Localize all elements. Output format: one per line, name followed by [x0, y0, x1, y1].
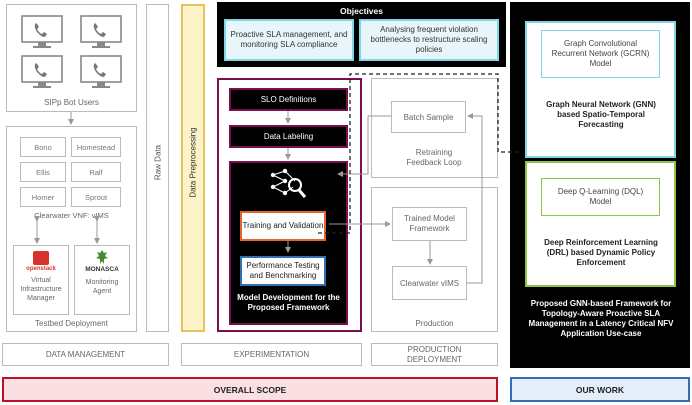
- section-experimentation: EXPERIMENTATION: [181, 343, 362, 366]
- model-dev-label: Model Development for the Proposed Frame…: [237, 293, 340, 312]
- component-homer: Homer: [20, 187, 66, 207]
- objectives-panel: Objectives Proactive SLA management, and…: [217, 2, 506, 67]
- clearwater-vims-box: Clearwater vIMS: [392, 266, 467, 300]
- production-label: Production: [415, 319, 454, 328]
- testbed-container: Bono Homestead Ellis Ralf Homer Sprout C…: [6, 126, 137, 332]
- component-sprout: Sprout: [71, 187, 121, 207]
- openstack-logo-icon: [33, 251, 49, 265]
- our-work-banner: OUR WORK: [510, 377, 690, 402]
- openstack-label: Virtual Infrastructure Manager: [20, 277, 62, 302]
- our-work-panel: Graph Convolutional Recurrent Network (G…: [510, 2, 690, 368]
- monitor-phone-icon: [79, 15, 123, 49]
- sipp-label: SIPp Bot Users: [44, 98, 99, 107]
- raw-data-label: Raw Data: [153, 144, 163, 181]
- gcrn-model-box: Graph Convolutional Recurrent Network (G…: [541, 30, 660, 78]
- monitor-phone-icon: [20, 55, 64, 89]
- component-homestead: Homestead: [71, 137, 121, 157]
- component-bono: Bono: [20, 137, 66, 157]
- proposed-framework-label: Proposed GNN-based Framework for Topolog…: [528, 299, 674, 338]
- clearwater-label: Clearwater VNF: vIMS: [34, 211, 109, 220]
- performance-testing-box: Performance Testing and Benchmarking: [240, 256, 326, 286]
- batch-sample-box: Batch Sample: [391, 101, 466, 133]
- component-ellis: Ellis: [20, 162, 66, 182]
- dql-model-box: Deep Q-Learning (DQL) Model: [541, 178, 660, 216]
- objectives-title: Objectives: [340, 6, 383, 16]
- model-development-box: Training and Validation Performance Test…: [229, 161, 348, 325]
- drl-caption: Deep Reinforcement Learning (DRL) based …: [544, 238, 658, 267]
- monasca-logo-text: MONASCA: [85, 266, 119, 273]
- monitor-phone-icon: [20, 15, 64, 49]
- raw-data-box: Raw Data: [146, 4, 169, 332]
- objective-sla-management: Proactive SLA management, and monitoring…: [224, 19, 354, 61]
- openstack-box: openstack Virtual Infrastructure Manager: [13, 245, 69, 315]
- openstack-logo-text: openstack: [26, 266, 56, 272]
- slo-definitions-box: SLO Definitions: [229, 88, 348, 111]
- neural-network-icon: [267, 167, 309, 203]
- overall-scope-banner: OVERALL SCOPE: [2, 377, 498, 402]
- monitor-phone-icon: [79, 55, 123, 89]
- preprocessing-label: Data Preprocessing: [188, 127, 198, 198]
- monasca-box: MONASCA Monitoring Agent: [74, 245, 130, 315]
- retraining-label: Retraining Feedback Loop: [406, 148, 462, 167]
- objective-bottlenecks: Analysing frequent violation bottlenecks…: [359, 19, 499, 61]
- monasca-label: Monitoring Agent: [85, 279, 119, 295]
- section-data-management: DATA MANAGEMENT: [2, 343, 169, 366]
- preprocessing-box: Data Preprocessing: [181, 4, 205, 332]
- monasca-lizard-icon: [95, 249, 109, 265]
- sipp-container: SIPp Bot Users: [6, 4, 137, 112]
- trained-model-box: Trained Model Framework: [392, 207, 467, 241]
- section-production: PRODUCTION DEPLOYMENT: [371, 343, 498, 366]
- testbed-label: Testbed Deployment: [35, 319, 108, 328]
- data-labeling-box: Data Labeling: [229, 125, 348, 148]
- drl-frame: Deep Q-Learning (DQL) Model Deep Reinfor…: [525, 161, 676, 287]
- training-validation-box: Training and Validation: [240, 211, 326, 241]
- gnn-caption: Graph Neural Network (GNN) based Spatio-…: [546, 100, 656, 129]
- component-ralf: Ralf: [71, 162, 121, 182]
- gnn-frame: Graph Convolutional Recurrent Network (G…: [525, 21, 676, 158]
